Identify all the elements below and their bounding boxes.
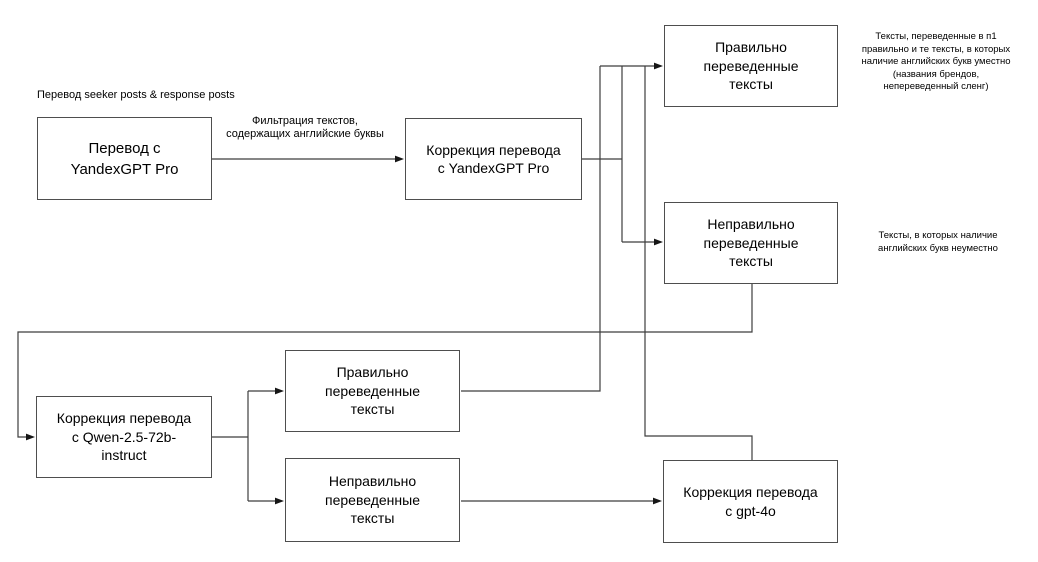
edge-to-incorrect-texts-mid xyxy=(248,497,284,505)
edge-incorrect-loop-to-qwen xyxy=(17,284,753,441)
edge-mid-correct-merge-up xyxy=(461,66,601,392)
arrowhead-icon xyxy=(26,433,35,441)
arrowhead-icon xyxy=(275,497,284,505)
edge-translate-to-yandex-correction xyxy=(212,155,404,163)
node-correct-texts-top: Правильно переведенные тексты xyxy=(664,25,838,107)
node-correct-texts-mid: Правильно переведенные тексты xyxy=(285,350,460,432)
edge-label-filter: Фильтрация текстов, содержащих английски… xyxy=(226,115,384,140)
annotation-incorrect-texts: Тексты, в которых наличие английских бук… xyxy=(878,230,998,254)
arrowhead-icon xyxy=(654,62,663,70)
node-correction-qwen: Коррекция перевода с Qwen-2.5-72b- instr… xyxy=(36,396,212,478)
node-correction-gpt4o: Коррекция перевода с gpt-4o xyxy=(663,460,838,543)
arrowhead-icon xyxy=(395,155,404,163)
edge-gpt4o-merge-up xyxy=(644,66,753,460)
connector-line xyxy=(17,284,753,438)
node-incorrect-texts-mid: Неправильно переведенные тексты xyxy=(285,458,460,542)
diagram-caption: Перевод seeker posts & response posts xyxy=(37,89,235,101)
node-translate-yandexgpt: Перевод с YandexGPT Pro xyxy=(37,117,212,200)
edge-to-correct-texts-top xyxy=(600,62,663,70)
edge-mid-incorrect-to-gpt4o xyxy=(461,497,662,505)
arrowhead-icon xyxy=(275,387,284,395)
arrowhead-icon xyxy=(653,497,662,505)
annotation-correct-texts: Тексты, переведенные в п1 правильно и те… xyxy=(861,31,1011,93)
arrowhead-icon xyxy=(654,238,663,246)
edge-to-incorrect-texts-top xyxy=(622,238,663,246)
node-incorrect-texts-top: Неправильно переведенные тексты xyxy=(664,202,838,284)
edge-to-correct-texts-mid xyxy=(248,387,284,395)
node-correction-yandexgpt: Коррекция перевода с YandexGPT Pro xyxy=(405,118,582,200)
